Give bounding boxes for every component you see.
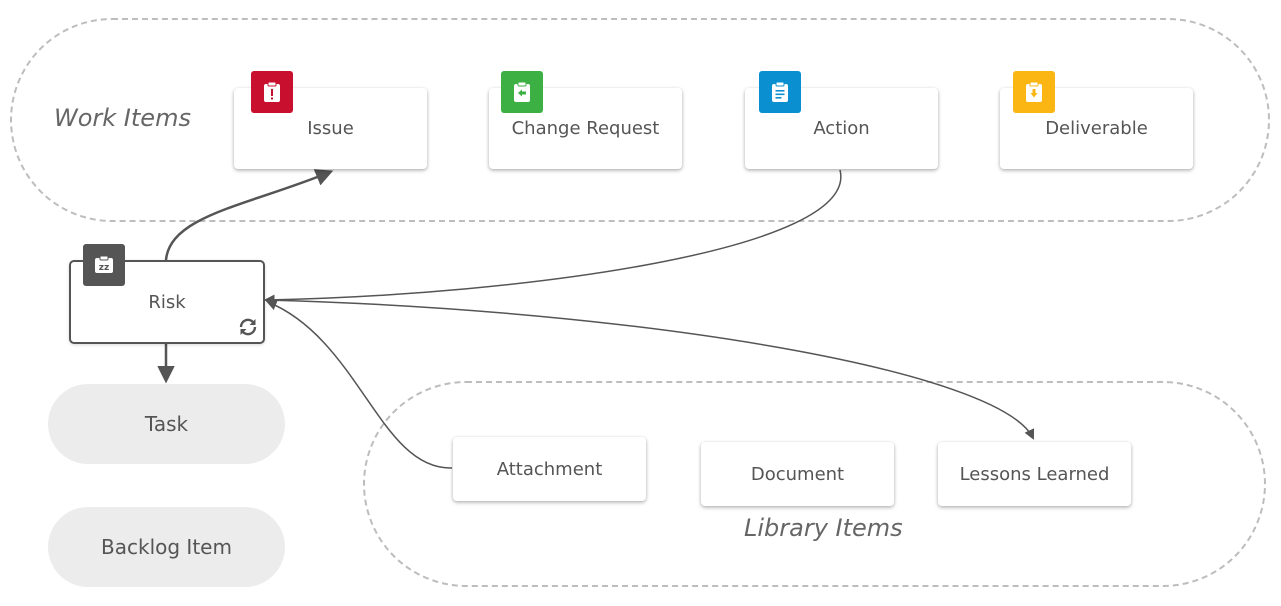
work-item-label: Action: [813, 118, 870, 139]
work-item-label: Issue: [307, 118, 354, 139]
work-items-group-label: Work Items: [54, 104, 191, 132]
work-item-label: Change Request: [511, 118, 660, 139]
library-item-label: Document: [750, 463, 845, 485]
library-item-label: Attachment: [496, 458, 603, 480]
refresh-icon[interactable]: [237, 316, 259, 338]
library-item-lessons-learned[interactable]: Lessons Learned: [938, 442, 1131, 506]
clipboard-text-icon: [759, 71, 801, 113]
task-label: Task: [144, 412, 189, 436]
clipboard-arrow-left-icon: [501, 71, 543, 113]
library-item-attachment[interactable]: Attachment: [453, 437, 646, 501]
clipboard-arrow-down-icon: [1013, 71, 1055, 113]
risk-label: Risk: [148, 291, 186, 313]
task-item[interactable]: Task: [48, 384, 285, 464]
edge-attachment-to-risk: [266, 300, 453, 469]
library-item-label: Lessons Learned: [959, 463, 1110, 485]
edge-risk-to-lessons-learned: [263, 294, 1035, 440]
backlog-item[interactable]: Backlog Item: [48, 507, 285, 587]
backlog-item-label: Backlog Item: [101, 535, 232, 559]
work-item-label: Deliverable: [1045, 118, 1148, 139]
svg-text:zz: zz: [99, 263, 109, 273]
work-items-group: [10, 18, 1270, 222]
library-item-document[interactable]: Document: [701, 442, 894, 506]
library-items-group-label: Library Items: [744, 514, 903, 542]
clipboard-alert-icon: [251, 71, 293, 113]
edge-risk-to-issue: [164, 169, 334, 261]
risk-icon: zz: [83, 244, 125, 286]
edge-action-to-risk: [263, 169, 842, 306]
